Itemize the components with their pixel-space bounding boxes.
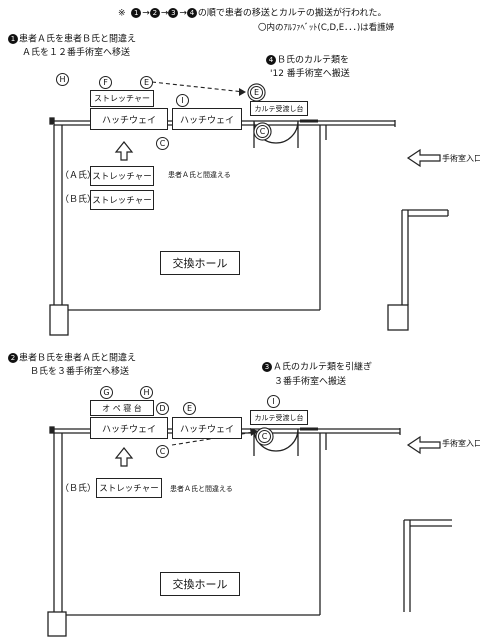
panel2-chart-desk: カルテ受渡し台 bbox=[250, 410, 308, 425]
panel2-step-num: 2 bbox=[8, 353, 18, 363]
nurse-e-icon: E bbox=[140, 76, 153, 89]
panel1-hatchway-left: ハッチウェイ bbox=[90, 108, 168, 130]
panel1-patient-b-stretcher: ストレッチャー bbox=[90, 190, 154, 210]
panel1-stretcher-top: ストレッチャー bbox=[90, 90, 154, 107]
arrow-glyph: → bbox=[160, 8, 169, 19]
nurse-c3-icon: C bbox=[156, 445, 169, 458]
panel1-step-num: 1 bbox=[8, 34, 18, 44]
nurse-e2-icon: E bbox=[250, 86, 263, 99]
panel1-entrance-label: 手術室入口 bbox=[442, 154, 480, 163]
panel1-exchange-hall: 交換ホール bbox=[160, 251, 240, 275]
panel2-subtitle: Ｂ氏を３番手術室へ移送 bbox=[30, 367, 130, 377]
panel1-title-text: 患者Ａ氏を患者Ｂ氏と間違え bbox=[19, 34, 137, 45]
panel1-step4-num: 4 bbox=[266, 55, 276, 65]
step-num-1: 1 bbox=[131, 8, 142, 18]
panel2-mistake-note: 患者Ａ氏と間違える bbox=[170, 485, 233, 493]
arrow-glyph: → bbox=[142, 8, 150, 19]
panel1-patient-a-label: （Ａ氏） bbox=[60, 171, 97, 181]
nurse-c4-icon: C bbox=[258, 430, 271, 443]
panel1-hatchway-right: ハッチウェイ bbox=[172, 108, 242, 130]
arrow-glyph: → bbox=[179, 8, 187, 19]
panel1-patient-a-stretcher: ストレッチャー bbox=[90, 166, 154, 186]
panel2-entrance-label: 手術室入口 bbox=[442, 439, 480, 448]
note-mark: ※ bbox=[118, 8, 126, 19]
panel1-chart-desk: カルテ受渡し台 bbox=[250, 101, 308, 116]
nurse-i2-icon: I bbox=[267, 395, 280, 408]
panel2-hatchway-left: ハッチウェイ bbox=[90, 417, 168, 439]
nurse-c2-icon: C bbox=[256, 125, 269, 138]
panel2-step3-num: 3 bbox=[262, 362, 272, 372]
panel1-subtitle: Ａ氏を１２番手術室へ移送 bbox=[22, 48, 131, 58]
panel2-hatchway-right: ハッチウェイ bbox=[172, 417, 242, 439]
panel1-step4-text: Ｂ氏のカルテ類を bbox=[277, 55, 350, 66]
panel2-step3-text: Ａ氏のカルテ類を引継ぎ bbox=[273, 362, 373, 373]
step-num-3: 3 bbox=[168, 8, 179, 18]
nurse-f-icon: F bbox=[99, 76, 112, 89]
nurse-i-icon: I bbox=[176, 94, 189, 107]
nurse-h2-icon: H bbox=[140, 386, 153, 399]
nurse-e3-icon: E bbox=[183, 402, 196, 415]
legend-text: 〇内のｱﾙﾌｧﾍﾞｯﾄ(C,D,E．．．)は看護婦 bbox=[258, 23, 395, 33]
nurse-c-icon: C bbox=[156, 137, 169, 150]
nurse-d-icon: D bbox=[156, 402, 169, 415]
panel2-op-table: オ ペ 寝 台 bbox=[90, 400, 154, 416]
panel1-patient-b-label: （Ｂ氏） bbox=[60, 195, 97, 205]
step-num-2: 2 bbox=[149, 8, 160, 18]
panel2-exchange-hall: 交換ホール bbox=[160, 572, 240, 596]
panel1-mistake-note: 患者Ａ氏と間違える bbox=[168, 171, 231, 179]
panel1-step4-subtitle: '12 番手術室へ搬送 bbox=[270, 69, 350, 79]
nurse-h-icon: H bbox=[56, 73, 69, 86]
note-text: の順で患者の移送とカルテの搬送が行われた。 bbox=[197, 8, 387, 19]
panel2-step3-subtitle: ３番手術室へ搬送 bbox=[274, 377, 347, 387]
panel2-patient-b-stretcher: ストレッチャー bbox=[96, 478, 162, 498]
step-num-4: 4 bbox=[186, 8, 197, 18]
panel2-patient-b-label: （Ｂ氏） bbox=[60, 484, 97, 494]
nurse-g-icon: G bbox=[100, 386, 113, 399]
panel2-title-text: 患者Ｂ氏を患者Ａ氏と間違え bbox=[19, 353, 137, 364]
